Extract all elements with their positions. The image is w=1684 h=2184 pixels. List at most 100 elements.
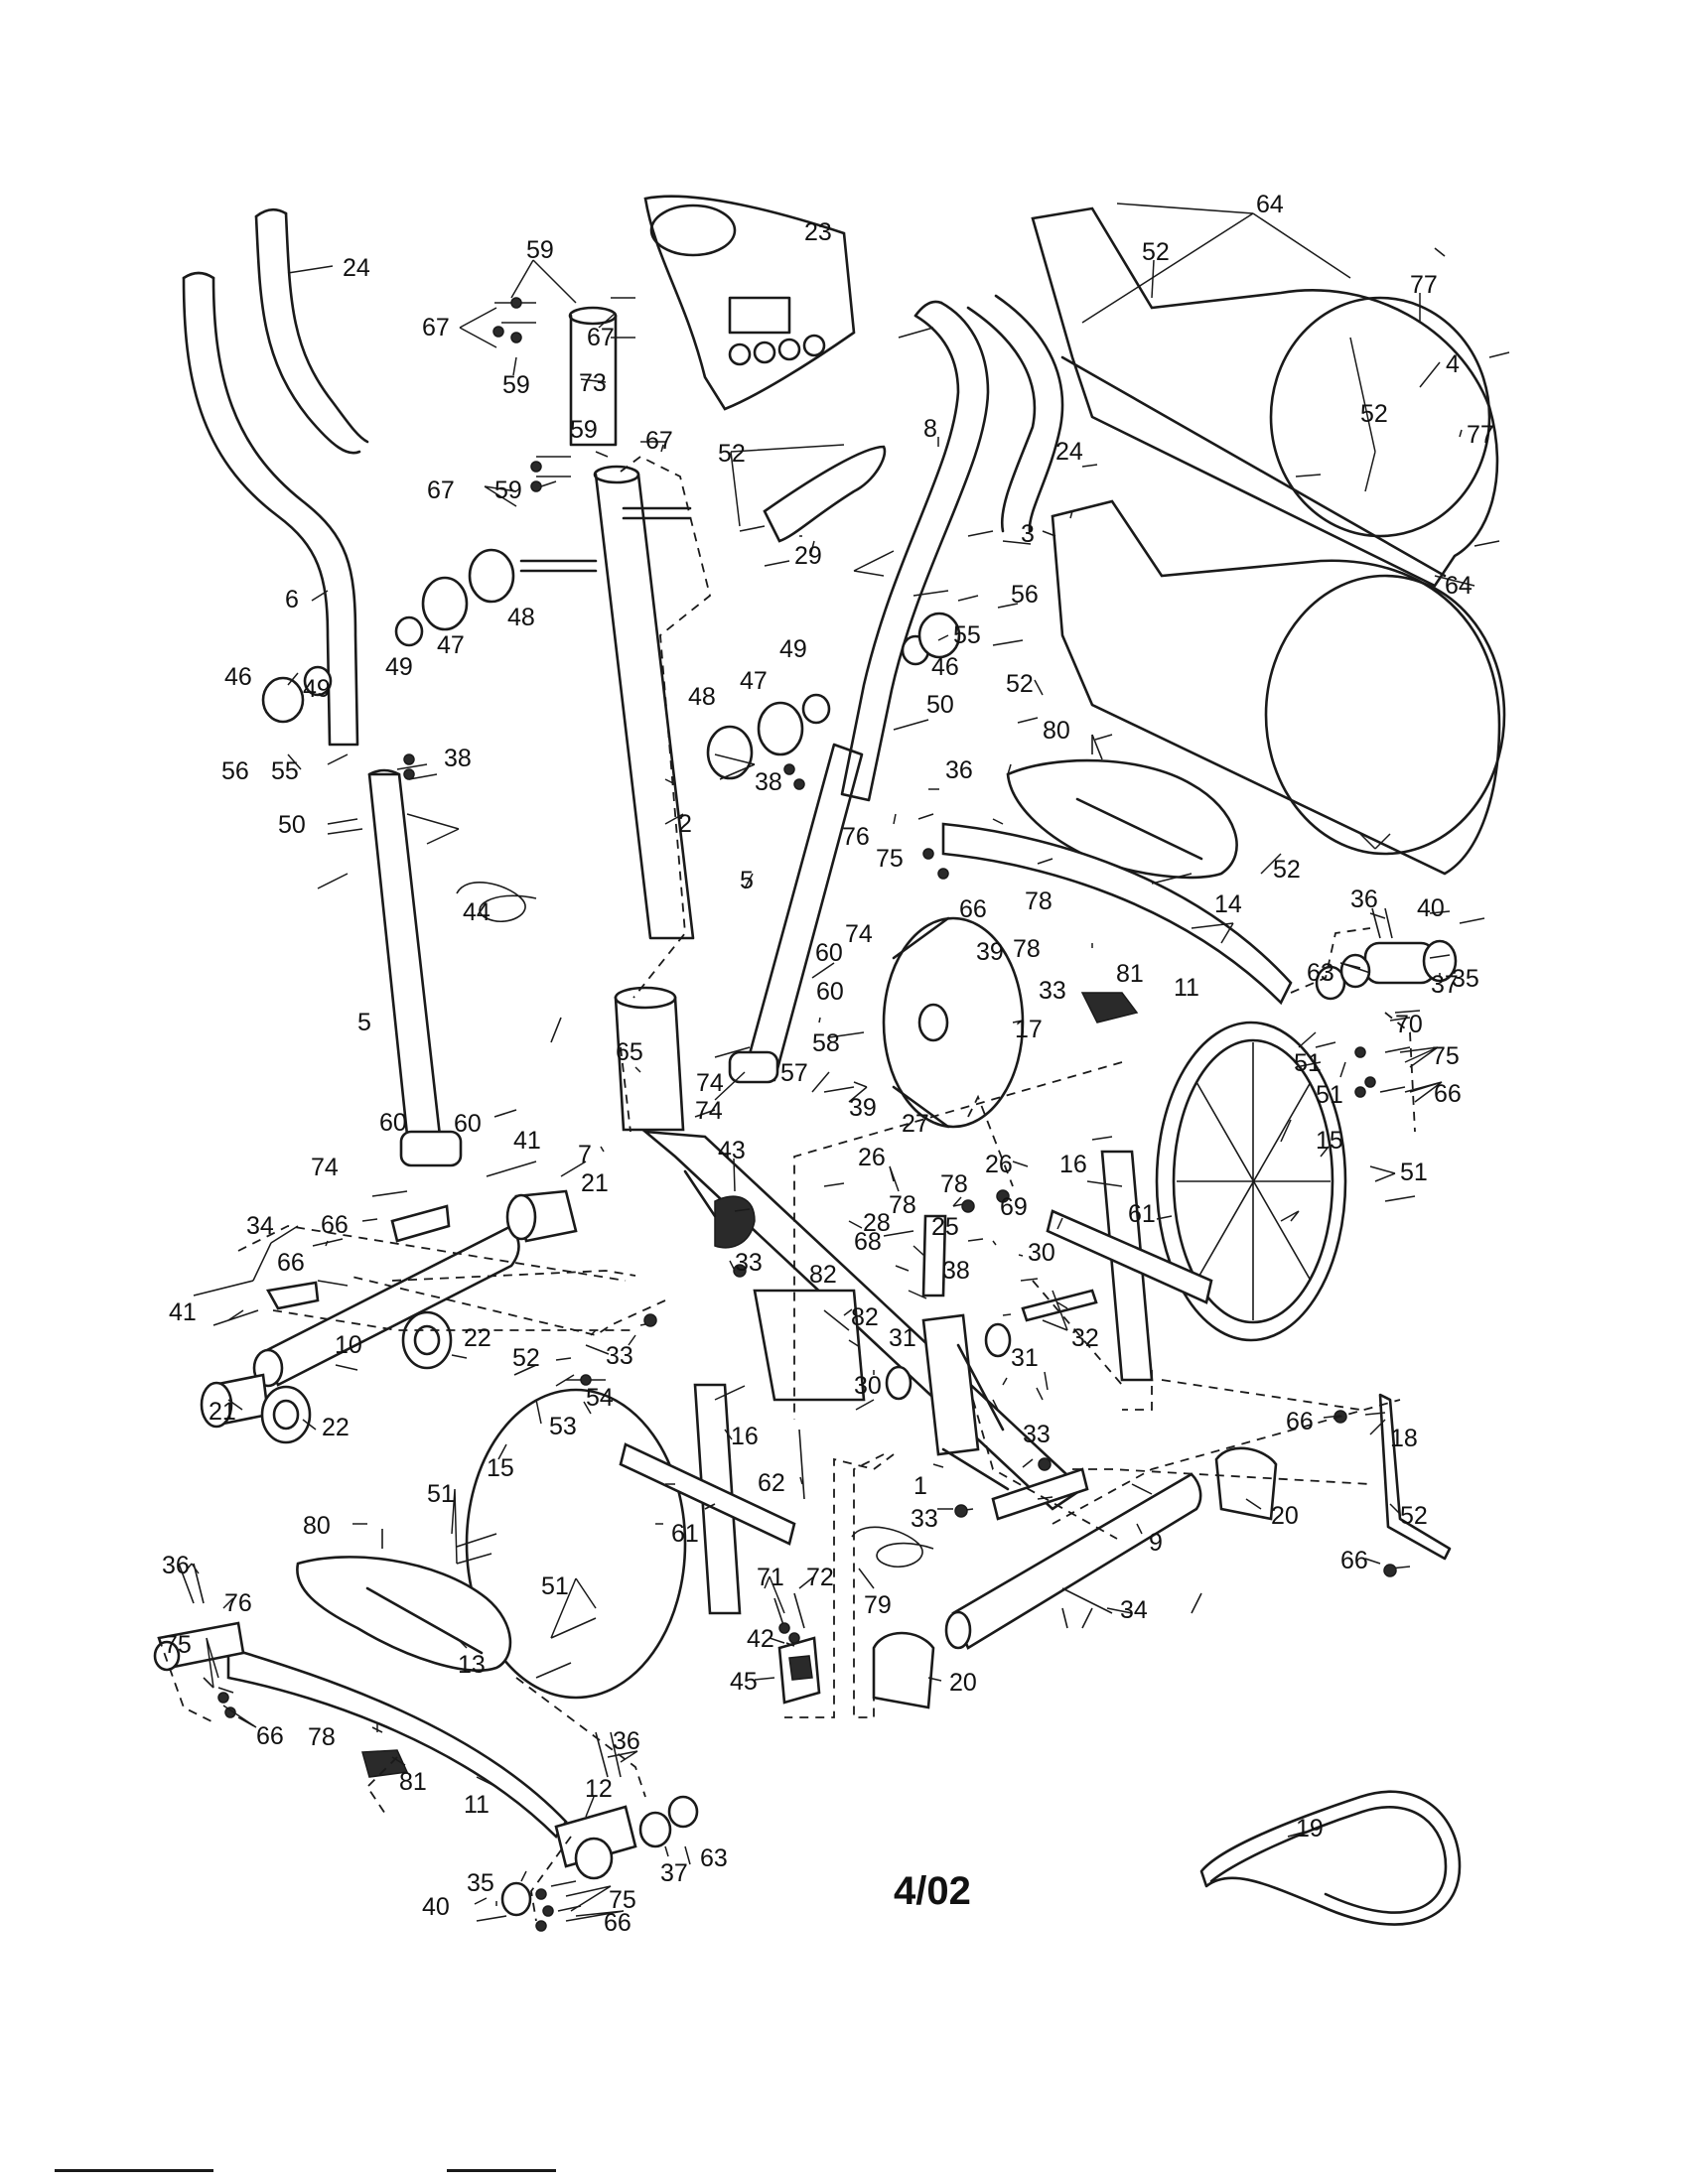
callout-c70: 17 bbox=[1015, 1016, 1043, 1043]
callout-c100: 61 bbox=[1128, 1200, 1156, 1228]
callout-c101: 66 bbox=[277, 1249, 305, 1277]
callout-c51: 14 bbox=[1214, 890, 1242, 918]
callout-c129: 52 bbox=[1400, 1502, 1428, 1530]
crank-axle bbox=[1021, 1289, 1098, 1322]
callout-c160: 66 bbox=[604, 1909, 632, 1937]
callout-c26: 3 bbox=[1021, 520, 1035, 548]
pivot-bushings-left bbox=[261, 548, 515, 724]
callout-c48: 52 bbox=[1273, 856, 1301, 884]
callout-c84: 7 bbox=[578, 1141, 592, 1168]
callout-c96: 34 bbox=[246, 1212, 274, 1240]
callout-c152: 81 bbox=[399, 1768, 427, 1796]
upper-arm-right bbox=[840, 300, 990, 802]
callout-c119: 53 bbox=[549, 1413, 577, 1440]
callout-c18: 24 bbox=[1055, 438, 1083, 466]
callout-c94: 78 bbox=[889, 1191, 916, 1219]
callout-c8: 64 bbox=[1256, 191, 1284, 218]
callout-c132: 9 bbox=[1149, 1529, 1163, 1557]
wire-harness-upper bbox=[456, 882, 537, 923]
rear-foot-left bbox=[872, 1631, 935, 1709]
callout-c97: 66 bbox=[321, 1211, 349, 1239]
callout-c24: 47 bbox=[437, 631, 465, 659]
callout-c38: 47 bbox=[740, 667, 768, 695]
callout-c145: 13 bbox=[458, 1651, 486, 1679]
callout-labels: 24 59 67 67 59 73 23 64 52 77 4 59 67 67… bbox=[162, 191, 1494, 1937]
callout-c106: 30 bbox=[1028, 1239, 1055, 1267]
callout-c121: 66 bbox=[1286, 1408, 1314, 1435]
callout-c73: 65 bbox=[616, 1038, 643, 1066]
callout-c30: 46 bbox=[931, 653, 959, 681]
callout-c81: 60 bbox=[454, 1110, 482, 1138]
callout-c34: 52 bbox=[1006, 670, 1034, 698]
callout-c139: 76 bbox=[224, 1589, 252, 1617]
upright-coupler bbox=[614, 986, 685, 1132]
callout-c6: 73 bbox=[579, 369, 607, 397]
callout-c29: 55 bbox=[953, 621, 981, 649]
crank-plate bbox=[921, 1214, 947, 1297]
callout-c33: 46 bbox=[224, 663, 252, 691]
cross-brace-left bbox=[619, 1383, 796, 1615]
callout-c130: 51 bbox=[427, 1480, 455, 1508]
callout-c86: 41 bbox=[513, 1127, 541, 1155]
callout-c50: 66 bbox=[959, 895, 987, 923]
callout-c154: 12 bbox=[585, 1775, 613, 1803]
pedal-arm-right bbox=[941, 822, 1293, 1006]
callout-c12: 59 bbox=[570, 416, 598, 444]
pedal-bracket-rear-left bbox=[500, 1795, 699, 1917]
callout-c11: 4 bbox=[1446, 350, 1460, 378]
callout-c32: 49 bbox=[779, 635, 807, 663]
callout-c104: 38 bbox=[942, 1257, 970, 1285]
footer-marks bbox=[55, 2169, 556, 2172]
callout-c140: 79 bbox=[864, 1591, 892, 1619]
callout-c90: 26 bbox=[985, 1151, 1013, 1178]
callout-c41: 38 bbox=[444, 745, 472, 772]
callout-c150: 36 bbox=[613, 1727, 640, 1755]
callout-c155: 37 bbox=[660, 1859, 688, 1887]
callout-c1: 24 bbox=[343, 254, 370, 282]
callout-c118: 54 bbox=[586, 1384, 614, 1412]
callout-c61: 35 bbox=[1452, 965, 1479, 993]
callout-c114: 31 bbox=[1011, 1344, 1039, 1372]
rear-foot-right bbox=[1214, 1446, 1278, 1521]
callout-c117: 30 bbox=[854, 1372, 882, 1400]
callout-c83: 15 bbox=[1316, 1127, 1343, 1155]
callout-c138: 72 bbox=[806, 1564, 834, 1591]
callout-c127: 1 bbox=[913, 1472, 927, 1500]
flywheel-disc bbox=[882, 916, 1025, 1129]
callout-c37: 48 bbox=[688, 683, 716, 711]
callout-c120: 22 bbox=[322, 1414, 350, 1441]
callout-c63: 11 bbox=[1174, 974, 1199, 1002]
callout-c156: 63 bbox=[700, 1844, 728, 1872]
callout-c82: 27 bbox=[902, 1110, 929, 1138]
callout-c146: 45 bbox=[730, 1668, 758, 1696]
callout-c58: 39 bbox=[976, 938, 1004, 966]
wire-harness-lower bbox=[851, 1526, 934, 1569]
callout-c147: 20 bbox=[949, 1669, 977, 1697]
upright-main bbox=[519, 465, 695, 940]
callout-c92: 51 bbox=[1400, 1159, 1428, 1186]
pedal-pad-right bbox=[1080, 992, 1139, 1024]
callout-c40: 80 bbox=[1043, 717, 1070, 745]
shroud-left bbox=[1051, 499, 1506, 876]
callout-c148: 66 bbox=[256, 1722, 284, 1750]
callout-c142: 51 bbox=[541, 1572, 569, 1600]
wheel-right bbox=[401, 1310, 453, 1370]
callout-c91: 16 bbox=[1059, 1151, 1087, 1178]
callout-c124: 18 bbox=[1390, 1425, 1418, 1452]
wheel-left bbox=[260, 1385, 312, 1444]
callout-c116: 21 bbox=[209, 1398, 236, 1426]
callout-c78: 51 bbox=[1316, 1081, 1343, 1109]
callout-c109: 10 bbox=[335, 1331, 362, 1359]
upright-top-tube bbox=[568, 306, 618, 447]
callout-c62: 33 bbox=[1039, 977, 1066, 1005]
pedal-bracket-right bbox=[1315, 939, 1458, 1001]
console bbox=[643, 195, 856, 411]
cross-brace-right bbox=[1046, 1150, 1213, 1382]
callout-c53: 78 bbox=[1025, 887, 1052, 915]
callout-c35: 55 bbox=[271, 757, 299, 785]
callout-c17: 8 bbox=[923, 415, 937, 443]
pedal-right bbox=[1006, 758, 1238, 880]
parts-layer bbox=[153, 195, 1510, 1932]
callout-c52: 44 bbox=[463, 898, 491, 926]
